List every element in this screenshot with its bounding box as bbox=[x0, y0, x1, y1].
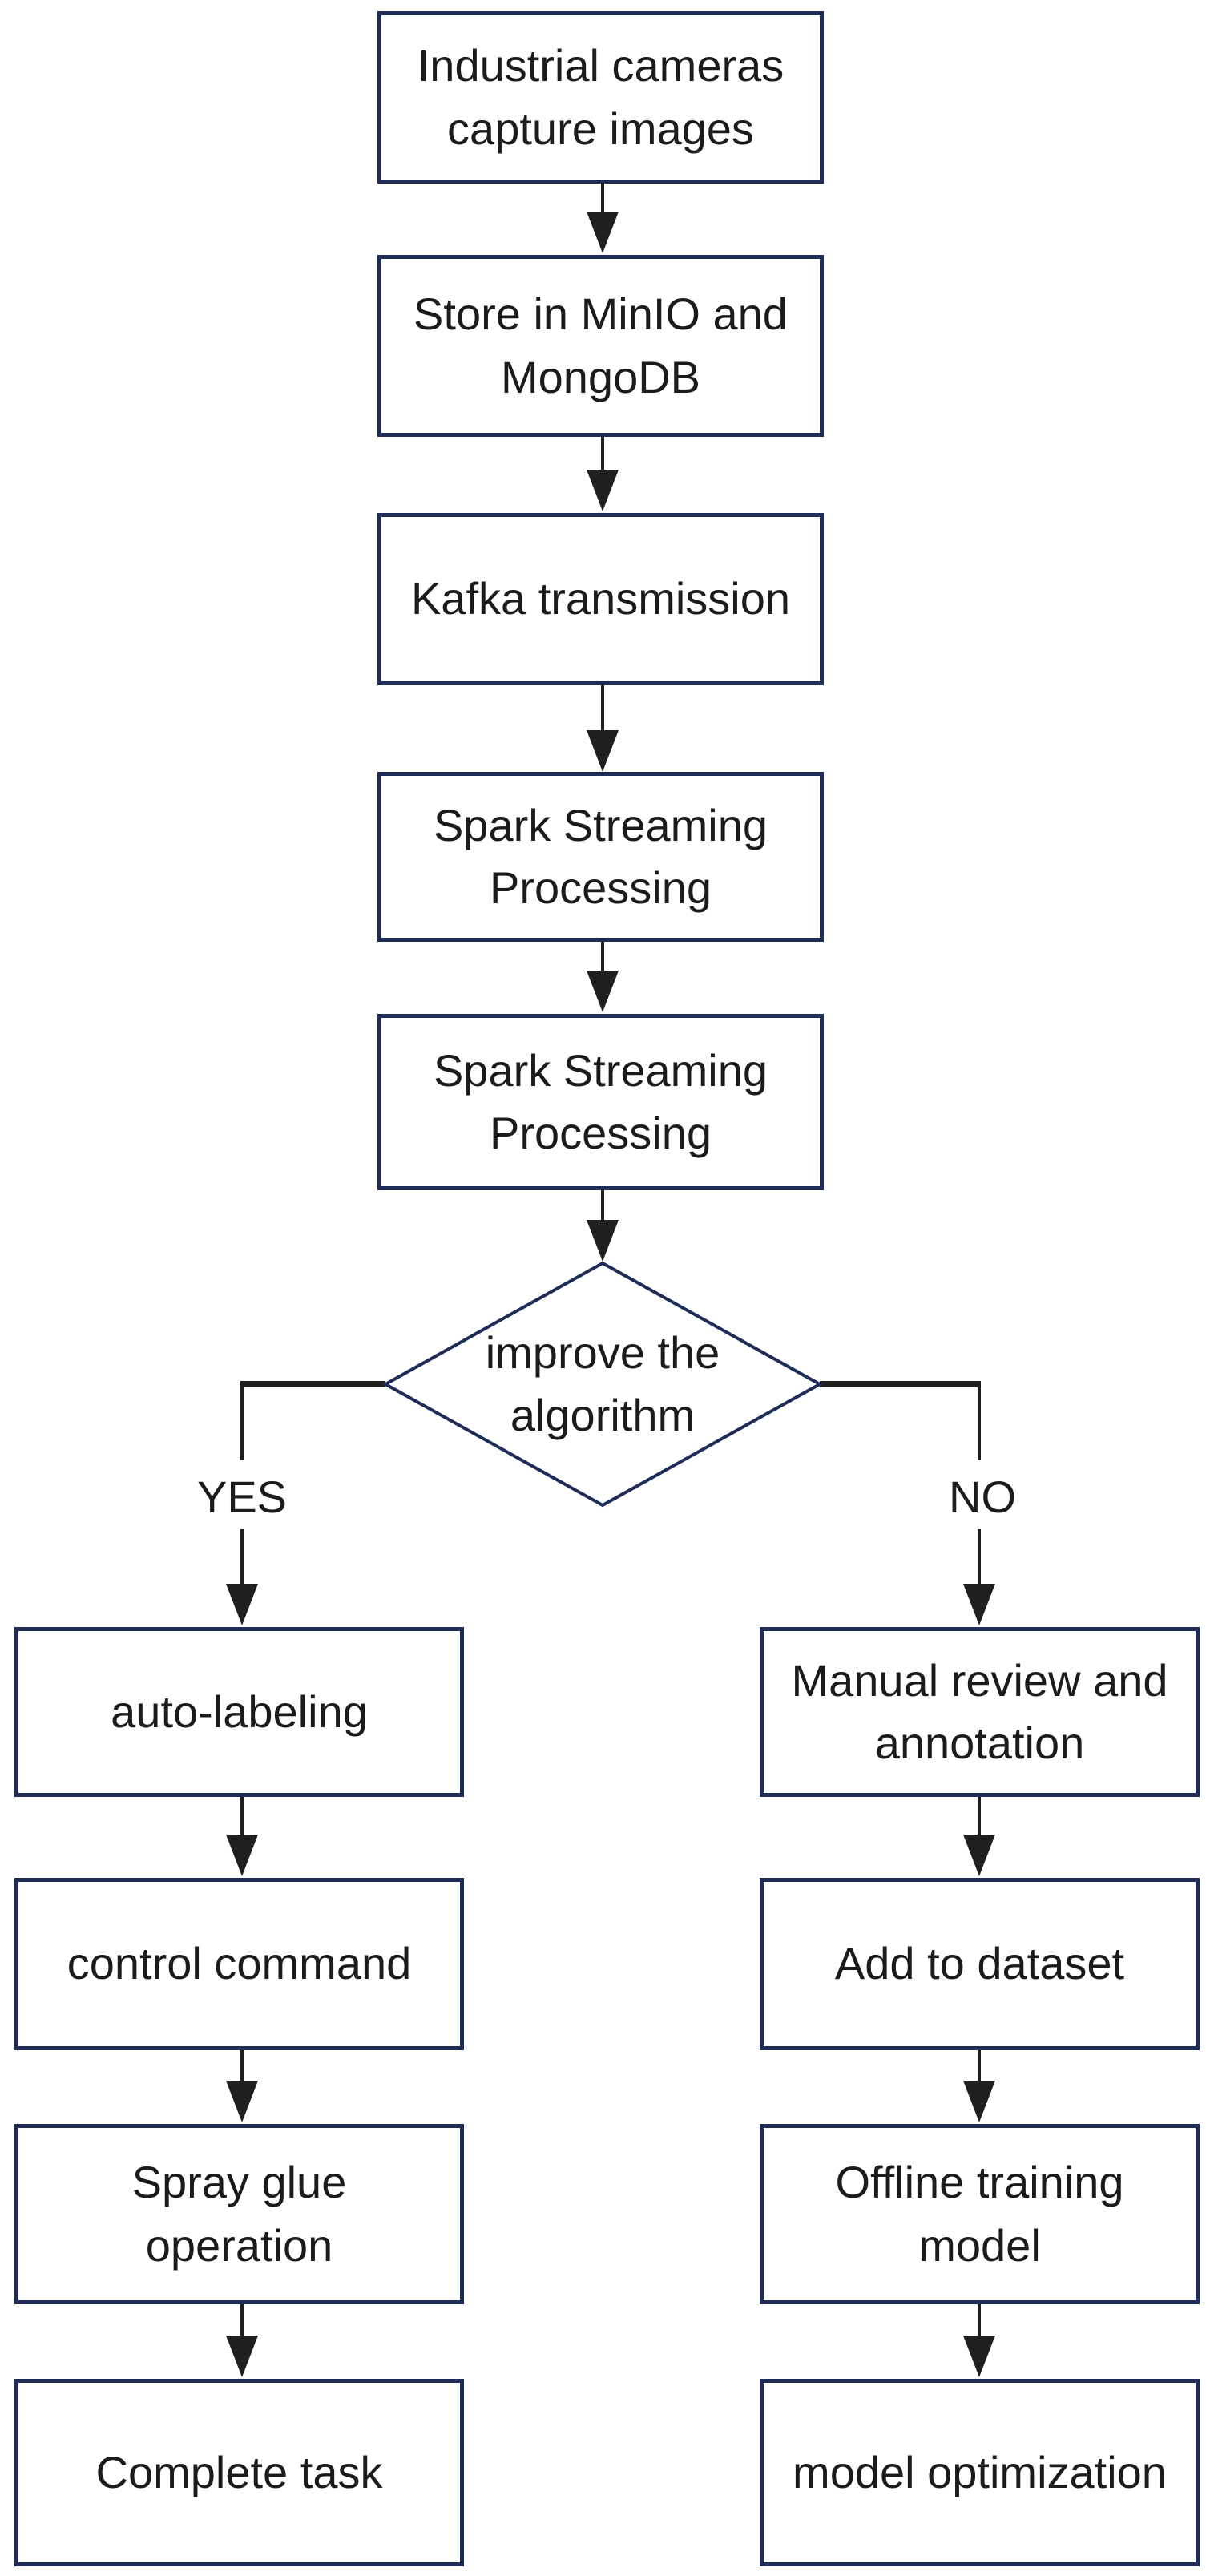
node-auto-labeling: auto-labeling bbox=[14, 1627, 464, 1797]
node-label: model optimization bbox=[793, 2446, 1167, 2497]
node-label: Offline training model bbox=[835, 2157, 1124, 2271]
decision-diamond-shape bbox=[381, 1261, 824, 1508]
node-label: Spray glue operation bbox=[131, 2157, 347, 2271]
decision-diamond-label: improve the algorithm bbox=[434, 1312, 771, 1456]
node-industrial-cameras: Industrial cameras capture images bbox=[377, 11, 824, 184]
node-label: improve the algorithm bbox=[485, 1326, 720, 1440]
node-label: Industrial cameras capture images bbox=[417, 40, 785, 154]
node-kafka-transmission: Kafka transmission bbox=[377, 513, 824, 685]
node-spark-streaming-2: Spark Streaming Processing bbox=[377, 1014, 824, 1190]
node-manual-review-annotation: Manual review and annotation bbox=[760, 1627, 1200, 1797]
node-label: control command bbox=[67, 1938, 412, 1989]
node-complete-task: Complete task bbox=[14, 2379, 464, 2566]
node-offline-training-model: Offline training model bbox=[760, 2124, 1200, 2304]
node-label: Add to dataset bbox=[834, 1938, 1125, 1989]
node-spray-glue-operation: Spray glue operation bbox=[14, 2124, 464, 2304]
node-store-minio-mongodb: Store in MinIO and MongoDB bbox=[377, 255, 824, 437]
node-spark-streaming-1: Spark Streaming Processing bbox=[377, 772, 824, 942]
node-control-command: control command bbox=[14, 1878, 464, 2050]
no-label: NO bbox=[949, 1472, 1016, 1522]
node-label: Manual review and annotation bbox=[791, 1654, 1168, 1768]
node-label: Spark Streaming Processing bbox=[433, 1044, 768, 1158]
yes-label: YES bbox=[196, 1472, 288, 1522]
node-label: Kafka transmission bbox=[410, 573, 791, 624]
node-label: Spark Streaming Processing bbox=[433, 799, 768, 913]
node-add-to-dataset: Add to dataset bbox=[760, 1878, 1200, 2050]
node-label: auto-labeling bbox=[111, 1686, 368, 1737]
node-model-optimization: model optimization bbox=[760, 2379, 1200, 2566]
node-label: Complete task bbox=[95, 2446, 383, 2497]
node-label: Store in MinIO and MongoDB bbox=[413, 289, 788, 402]
